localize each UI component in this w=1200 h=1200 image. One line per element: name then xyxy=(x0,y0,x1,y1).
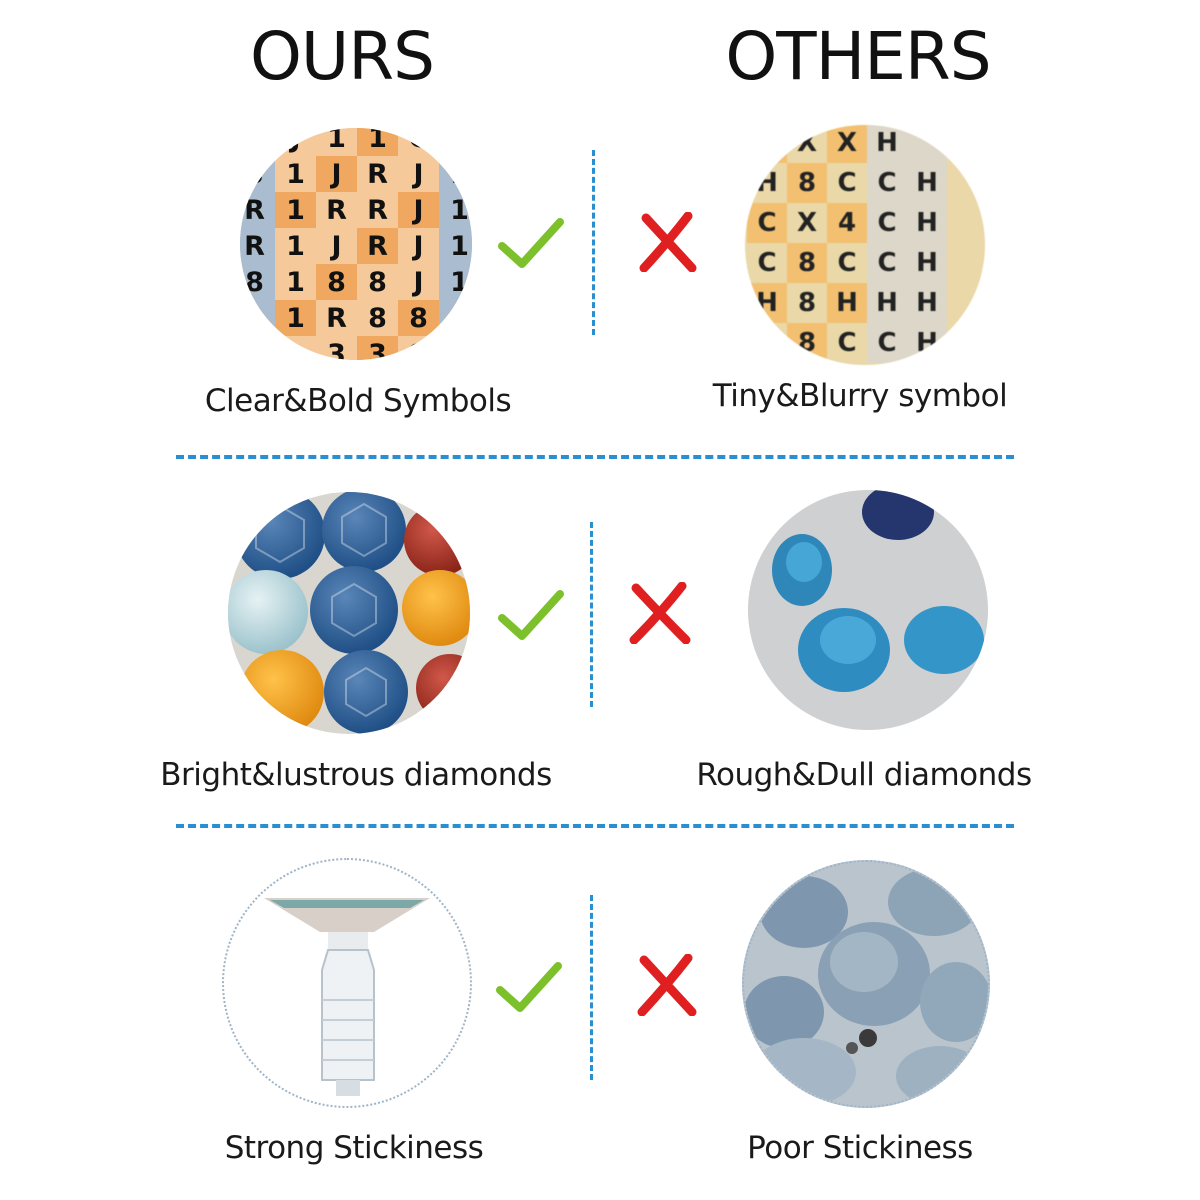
grid-symbol: 4 xyxy=(827,203,867,243)
row-divider xyxy=(176,824,1014,828)
others-heading: OTHERS xyxy=(725,18,991,95)
grid-symbol: R xyxy=(357,192,398,228)
grid-symbol: J xyxy=(398,192,439,228)
check-icon xyxy=(498,218,564,268)
grid-symbol: 1 xyxy=(275,228,316,264)
grid-symbol: R xyxy=(357,156,398,192)
grid-symbol: R xyxy=(240,228,275,264)
grid-symbol: 8 xyxy=(357,264,398,300)
grid-symbol: C xyxy=(827,323,867,363)
column-divider xyxy=(590,895,593,1080)
grid-symbol: 8 xyxy=(787,323,827,363)
grid-symbol: C xyxy=(398,128,439,156)
grid-symbol: 1 xyxy=(316,128,357,156)
ours-heading: OURS xyxy=(249,18,435,95)
grid-symbol: R xyxy=(316,192,357,228)
others-caption: Rough&Dull diamonds xyxy=(696,757,1032,793)
grid-symbol: H xyxy=(827,283,867,323)
grid-symbol xyxy=(907,125,947,163)
grid-symbol: R xyxy=(240,192,275,228)
grid-symbol: H xyxy=(867,125,907,163)
grid-symbol: 8 xyxy=(357,300,398,336)
ours-caption: Bright&lustrous diamonds xyxy=(160,757,552,793)
grid-symbol: J xyxy=(398,264,439,300)
grid-symbol: J xyxy=(398,156,439,192)
grid-symbol: R xyxy=(357,228,398,264)
ours-stickiness-image xyxy=(222,858,472,1108)
grid-symbol xyxy=(439,128,472,156)
grid-symbol: 1 xyxy=(275,192,316,228)
grid-symbol xyxy=(240,300,275,336)
grid-symbol: H xyxy=(907,243,947,283)
grid-symbol xyxy=(747,323,787,363)
ours-caption: Clear&Bold Symbols xyxy=(204,383,512,419)
grid-symbol: C xyxy=(867,163,907,203)
grid-symbol: O xyxy=(398,336,439,360)
grid-symbol: J xyxy=(398,228,439,264)
cross-icon xyxy=(629,582,691,644)
grid-symbol: 1 xyxy=(357,128,398,156)
grid-symbol: J xyxy=(316,156,357,192)
others-diamonds-image xyxy=(748,490,988,730)
grid-symbol: J xyxy=(275,128,316,156)
grid-symbol: 1 xyxy=(439,228,472,264)
grid-symbol: 8 xyxy=(316,264,357,300)
grid-symbol: 8 xyxy=(240,264,275,300)
cross-icon xyxy=(637,954,697,1016)
grid-symbol: 1 xyxy=(439,156,472,192)
grid-symbol: H xyxy=(907,283,947,323)
grid-symbol: H xyxy=(747,163,787,203)
grid-symbol: R xyxy=(316,300,357,336)
grid-symbol: X xyxy=(787,125,827,163)
grid-symbol: 1 xyxy=(439,300,472,336)
grid-symbol: H xyxy=(747,283,787,323)
check-icon xyxy=(498,590,564,640)
grid-symbol: 1 xyxy=(275,300,316,336)
grid-symbol: C xyxy=(827,243,867,283)
ours-caption: Strong Stickiness xyxy=(224,1130,484,1166)
grid-symbol: 1 xyxy=(439,264,472,300)
row-divider xyxy=(176,455,1014,459)
others-caption: Poor Stickiness xyxy=(747,1130,973,1166)
grid-symbol xyxy=(240,336,275,360)
grid-symbol: C xyxy=(827,163,867,203)
grid-symbol: H xyxy=(907,203,947,243)
others-caption: Tiny&Blurry symbol xyxy=(712,378,1008,414)
grid-symbol xyxy=(439,336,472,360)
grid-symbol: J xyxy=(316,228,357,264)
grid-symbol: 8 xyxy=(398,300,439,336)
grid-symbol: C xyxy=(867,323,907,363)
grid-symbol: 8 xyxy=(747,125,787,163)
grid-symbol: H xyxy=(907,163,947,203)
grid-symbol: 1 xyxy=(275,264,316,300)
grid-symbol: 8 xyxy=(787,163,827,203)
column-divider xyxy=(590,522,593,707)
grid-symbol: 3 xyxy=(357,336,398,360)
grid-symbol: H xyxy=(907,323,947,363)
grid-symbol: 3 xyxy=(240,156,275,192)
ours-diamonds-image xyxy=(228,492,470,734)
grid-symbol: 8 xyxy=(787,283,827,323)
column-divider xyxy=(592,150,595,335)
grid-symbol: 1 xyxy=(275,156,316,192)
grid-symbol: 3 xyxy=(316,336,357,360)
grid-symbol: 8 xyxy=(787,243,827,283)
others-stickiness-image xyxy=(742,860,990,1108)
grid-symbol: X xyxy=(827,125,867,163)
grid-symbol xyxy=(275,336,316,360)
check-icon xyxy=(496,962,562,1012)
cross-icon xyxy=(639,212,697,272)
grid-symbol: H xyxy=(867,283,907,323)
grid-symbol: C xyxy=(867,243,907,283)
grid-symbol xyxy=(240,128,275,156)
grid-symbol: X xyxy=(787,203,827,243)
grid-symbol: C xyxy=(747,243,787,283)
grid-symbol: C xyxy=(747,203,787,243)
grid-symbol: 1 xyxy=(439,192,472,228)
grid-symbol: C xyxy=(867,203,907,243)
